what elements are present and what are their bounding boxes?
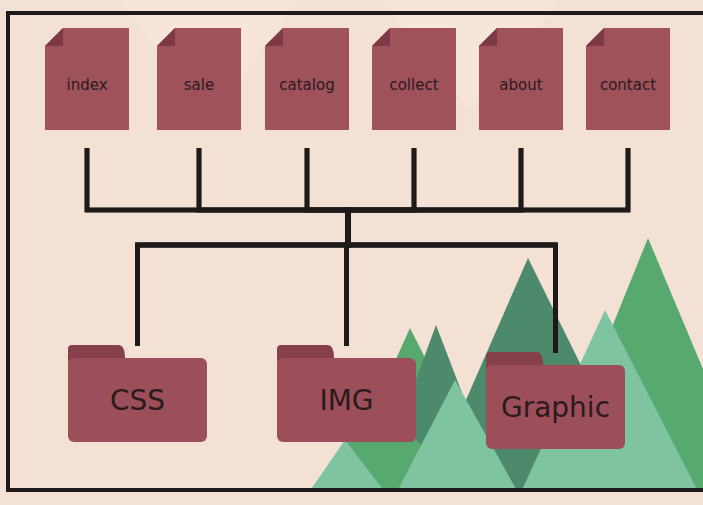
tree-connector — [348, 148, 556, 353]
tree-connector — [348, 148, 556, 353]
file-name: sale — [184, 76, 214, 94]
folder-icon: Graphic — [486, 352, 625, 449]
folder-name: Graphic — [501, 391, 610, 424]
file-name: catalog — [279, 76, 334, 94]
tree-connector — [87, 148, 556, 353]
folder-name: CSS — [110, 384, 165, 417]
file-icon: about — [479, 28, 563, 130]
file-name: collect — [389, 76, 438, 94]
tree-connector — [199, 148, 556, 353]
file-name: contact — [600, 76, 656, 94]
folder-icon: CSS — [68, 345, 207, 442]
file-name: index — [66, 76, 107, 94]
file-name: about — [499, 76, 542, 94]
file-icon: catalog — [265, 28, 349, 130]
file-icon: index — [45, 28, 129, 130]
folder-name: IMG — [319, 384, 373, 417]
tree-connector — [348, 148, 628, 353]
file-icon: sale — [157, 28, 241, 130]
file-icon: collect — [372, 28, 456, 130]
file-icon: contact — [586, 28, 670, 130]
folder-icon: IMG — [277, 345, 416, 442]
frame — [8, 13, 703, 490]
